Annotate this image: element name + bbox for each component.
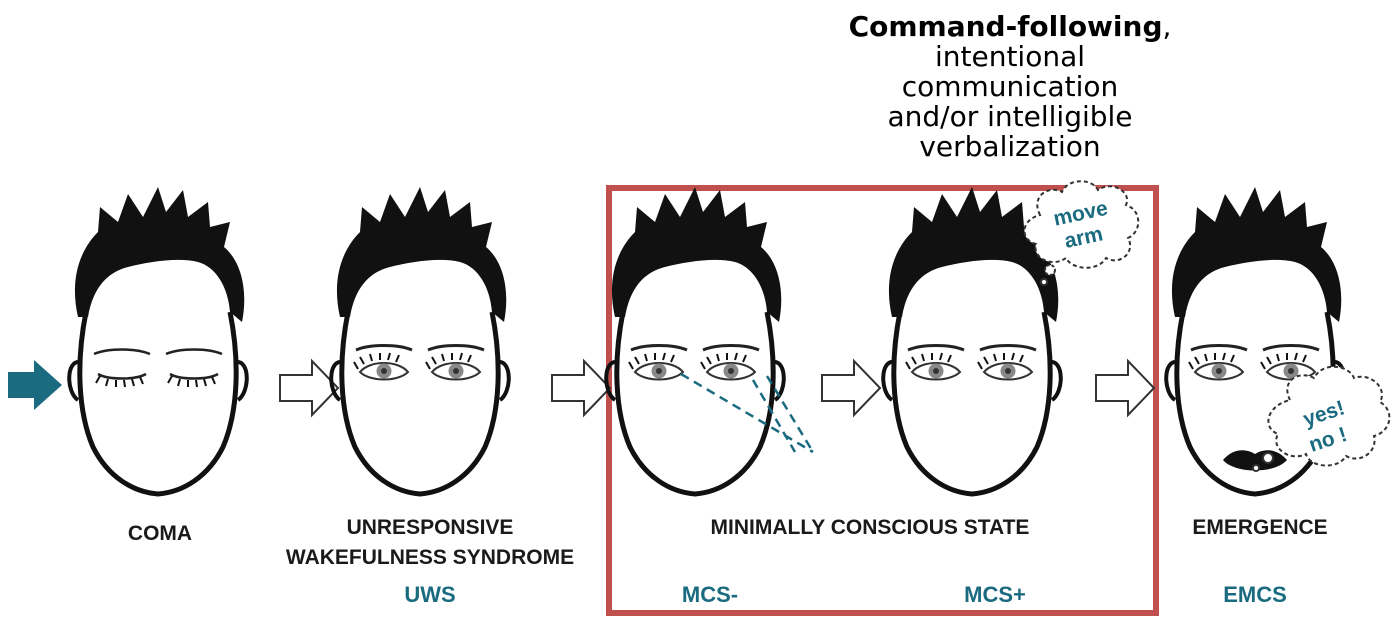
mcs-label: MINIMALLY CONSCIOUS STATE	[710, 516, 1030, 539]
caption-line-4: verbalization	[919, 130, 1101, 163]
mcs-plus-abbr: MCS+	[964, 582, 1026, 607]
caption-line-2: communication	[901, 70, 1119, 103]
arrow-uws-to-mcs	[551, 360, 611, 416]
uws-label-line1: UNRESPONSIVE	[346, 516, 514, 539]
caption-line-1: intentional	[934, 40, 1086, 73]
move-arm-bubble: move arm	[1023, 180, 1140, 286]
emergence-label: EMERGENCE	[1192, 516, 1328, 539]
arrow-coma-to-uws	[279, 360, 339, 416]
yes-no-bubble: yes! no !	[1252, 365, 1391, 472]
mcs-plus-caption: Command-following, intentional communica…	[820, 12, 1200, 162]
caption-line-3: and/or intelligible	[887, 100, 1133, 133]
caption-bold: Command-following	[848, 10, 1163, 43]
mcs-minus-face	[606, 187, 815, 494]
caption-comma: ,	[1162, 10, 1172, 43]
uws-abbr: UWS	[404, 582, 456, 607]
arrow-mcs-to-emcs	[1095, 360, 1155, 416]
entry-arrow	[8, 360, 62, 410]
emcs-abbr: EMCS	[1223, 582, 1287, 607]
mcs-minus-abbr: MCS-	[681, 582, 739, 607]
uws-label-line2: WAKEFULNESS SYNDROME	[285, 546, 575, 569]
mcs-highlight-box	[606, 185, 1159, 616]
uws-face	[331, 187, 509, 494]
arrow-mcs-minus-to-plus	[821, 360, 881, 416]
coma-label: COMA	[127, 522, 193, 545]
coma-face	[69, 187, 247, 494]
